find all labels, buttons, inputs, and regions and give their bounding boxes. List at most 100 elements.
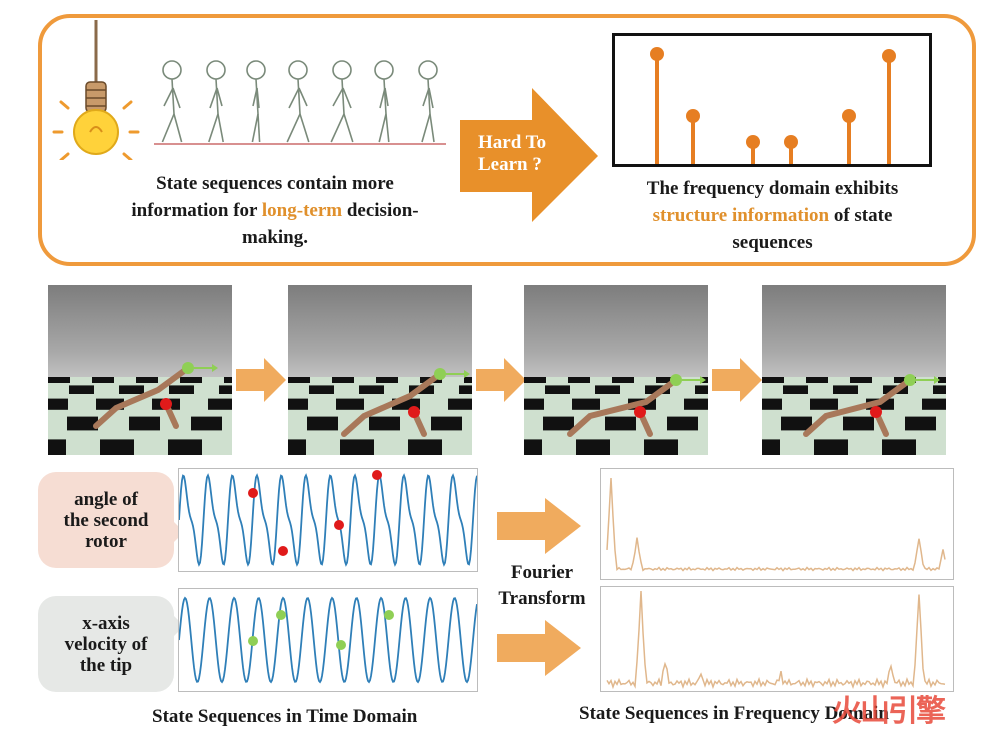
rotor-marker (634, 406, 646, 418)
floor-tile (524, 439, 542, 455)
rotor-marker (160, 398, 172, 410)
stem-plot-svg (650, 47, 896, 164)
floor-tile (762, 377, 784, 383)
state-marker (334, 520, 344, 530)
floor-tile (568, 377, 590, 383)
floor-tile (92, 377, 114, 383)
signal-line (178, 473, 478, 567)
floor-tile (905, 416, 936, 431)
floor-tile (644, 439, 678, 455)
floor-tile (781, 416, 812, 431)
floor-tile (48, 398, 68, 410)
walking-figure (286, 60, 310, 143)
floor-tile (882, 439, 916, 455)
spectrum-line (606, 477, 946, 572)
floor-tile (612, 377, 634, 383)
walking-figure (246, 60, 266, 143)
floor-tile (392, 398, 420, 410)
floor-tile (96, 398, 124, 410)
fourier-arrow-bottom (497, 620, 581, 676)
velocity-frequency-spectrum (600, 586, 954, 692)
floor-tile (595, 385, 620, 394)
tip-marker (670, 374, 682, 386)
floor-tile (806, 377, 828, 383)
velocity-time-signal (178, 588, 478, 692)
simulation-frame (762, 285, 946, 455)
floor-tile (843, 416, 874, 431)
state-marker (372, 470, 382, 480)
tip-marker (434, 368, 446, 380)
floor-tile (656, 377, 678, 383)
floor-tile (762, 398, 782, 410)
rotor-marker (408, 406, 420, 418)
floor-tile (783, 385, 808, 394)
floor-tile (576, 439, 610, 455)
state-marker (276, 610, 286, 620)
stem-head (650, 47, 664, 61)
hard-to-learn-text: Hard To Learn ? (478, 132, 547, 175)
floor-tile (695, 385, 708, 394)
state-marker (336, 640, 346, 650)
spectrum-line (606, 590, 946, 690)
state-marker (248, 488, 258, 498)
floor-tile (224, 377, 232, 383)
floor-tile (307, 416, 338, 431)
state-marker (248, 636, 258, 646)
simulation-frame (288, 285, 472, 455)
state-marker (278, 546, 288, 556)
angle-time-signal (178, 468, 478, 572)
fourier-transform-label: Fourier Transform (498, 562, 586, 609)
floor-tile (459, 385, 472, 394)
floor-tile (48, 439, 66, 455)
walking-figure (330, 60, 354, 143)
signal-line (178, 596, 478, 684)
floor-tile (645, 385, 670, 394)
floor-tile (524, 398, 544, 410)
right-caption: The frequency domain exhibits structure … (646, 178, 899, 253)
frequency-stem-plot (612, 33, 932, 167)
tip-marker (904, 374, 916, 386)
time-domain-caption: State Sequences in Time Domain (152, 706, 418, 727)
floor-tile (369, 416, 400, 431)
frame-transition-arrow (712, 358, 762, 402)
walking-figures-illustration (154, 60, 446, 145)
walking-figure (374, 60, 394, 143)
floor-tile (67, 416, 98, 431)
floor-tile (922, 398, 946, 410)
floor-tile (833, 385, 858, 394)
floor-tile (191, 416, 222, 431)
floor-tile (136, 377, 158, 383)
stem-head (746, 135, 760, 149)
floor-tile (340, 439, 374, 455)
angle-label: angle of the second rotor (38, 472, 174, 568)
angle-spectrum-svg (606, 477, 946, 572)
angle-frequency-spectrum (600, 468, 954, 580)
floor-tile (359, 385, 384, 394)
velocity-arrowhead (212, 364, 218, 372)
floor-tile (605, 416, 636, 431)
floor-tile (219, 385, 232, 394)
floor-tile (448, 398, 472, 410)
lightbulb-icon (52, 20, 140, 160)
floor-tile (332, 377, 354, 383)
floor-tile (129, 416, 160, 431)
velocity-signal-svg (178, 596, 478, 684)
simulation-scene-svg (48, 362, 232, 455)
velocity-spectrum-svg (606, 590, 946, 690)
floor-tile (208, 398, 232, 410)
left-caption: State sequences contain more information… (131, 173, 419, 248)
robot-body (93, 365, 191, 429)
walking-figure (418, 60, 438, 143)
stem-head (784, 135, 798, 149)
simulation-frame (48, 285, 232, 455)
floor-tile (464, 377, 472, 383)
floor-tile (376, 377, 398, 383)
floor-tile (408, 439, 442, 455)
state-marker (384, 610, 394, 620)
frame-transition-arrow (236, 358, 286, 402)
floor-tile (119, 385, 144, 394)
stem-head (686, 109, 700, 123)
stem-head (842, 109, 856, 123)
floor-tile (288, 439, 306, 455)
velocity-arrowhead (934, 376, 940, 384)
